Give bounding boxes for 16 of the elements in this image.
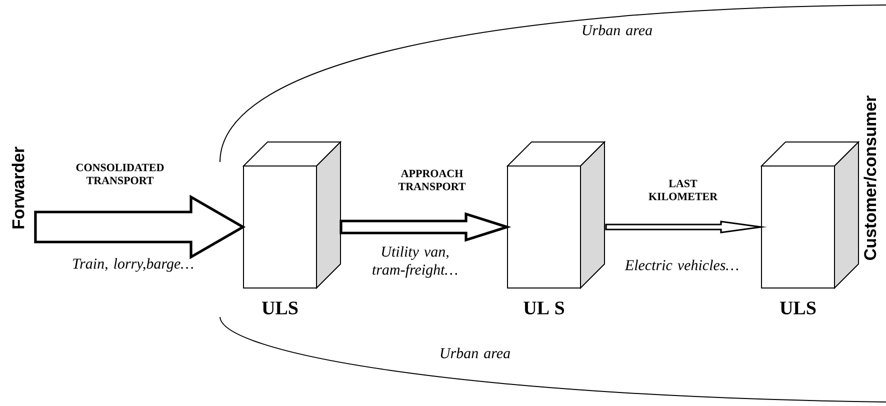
cube-label: UL S xyxy=(524,302,564,314)
italic-note: Utility van, tram-freight… xyxy=(372,246,458,278)
block-arrow xyxy=(605,220,767,234)
italic-note: Electric vehicles… xyxy=(624,260,738,270)
side-label: Customer/consumer xyxy=(864,96,876,260)
side-label: Forwarder xyxy=(12,146,24,228)
cube-label: ULS xyxy=(780,302,816,314)
block-arrow xyxy=(340,212,512,242)
edge-label: APPROACH TRANSPORT xyxy=(398,170,466,190)
edge-label: CONSOLIDATED TRANSPORT xyxy=(76,164,164,184)
edge-label: LAST KILOMETER xyxy=(648,180,718,200)
block-arrow xyxy=(34,194,246,260)
cube-label: ULS xyxy=(262,302,298,314)
italic-note: Urban area xyxy=(582,24,652,36)
italic-note: Urban area xyxy=(440,348,510,358)
italic-note: Train, lorry,barge… xyxy=(73,258,193,272)
